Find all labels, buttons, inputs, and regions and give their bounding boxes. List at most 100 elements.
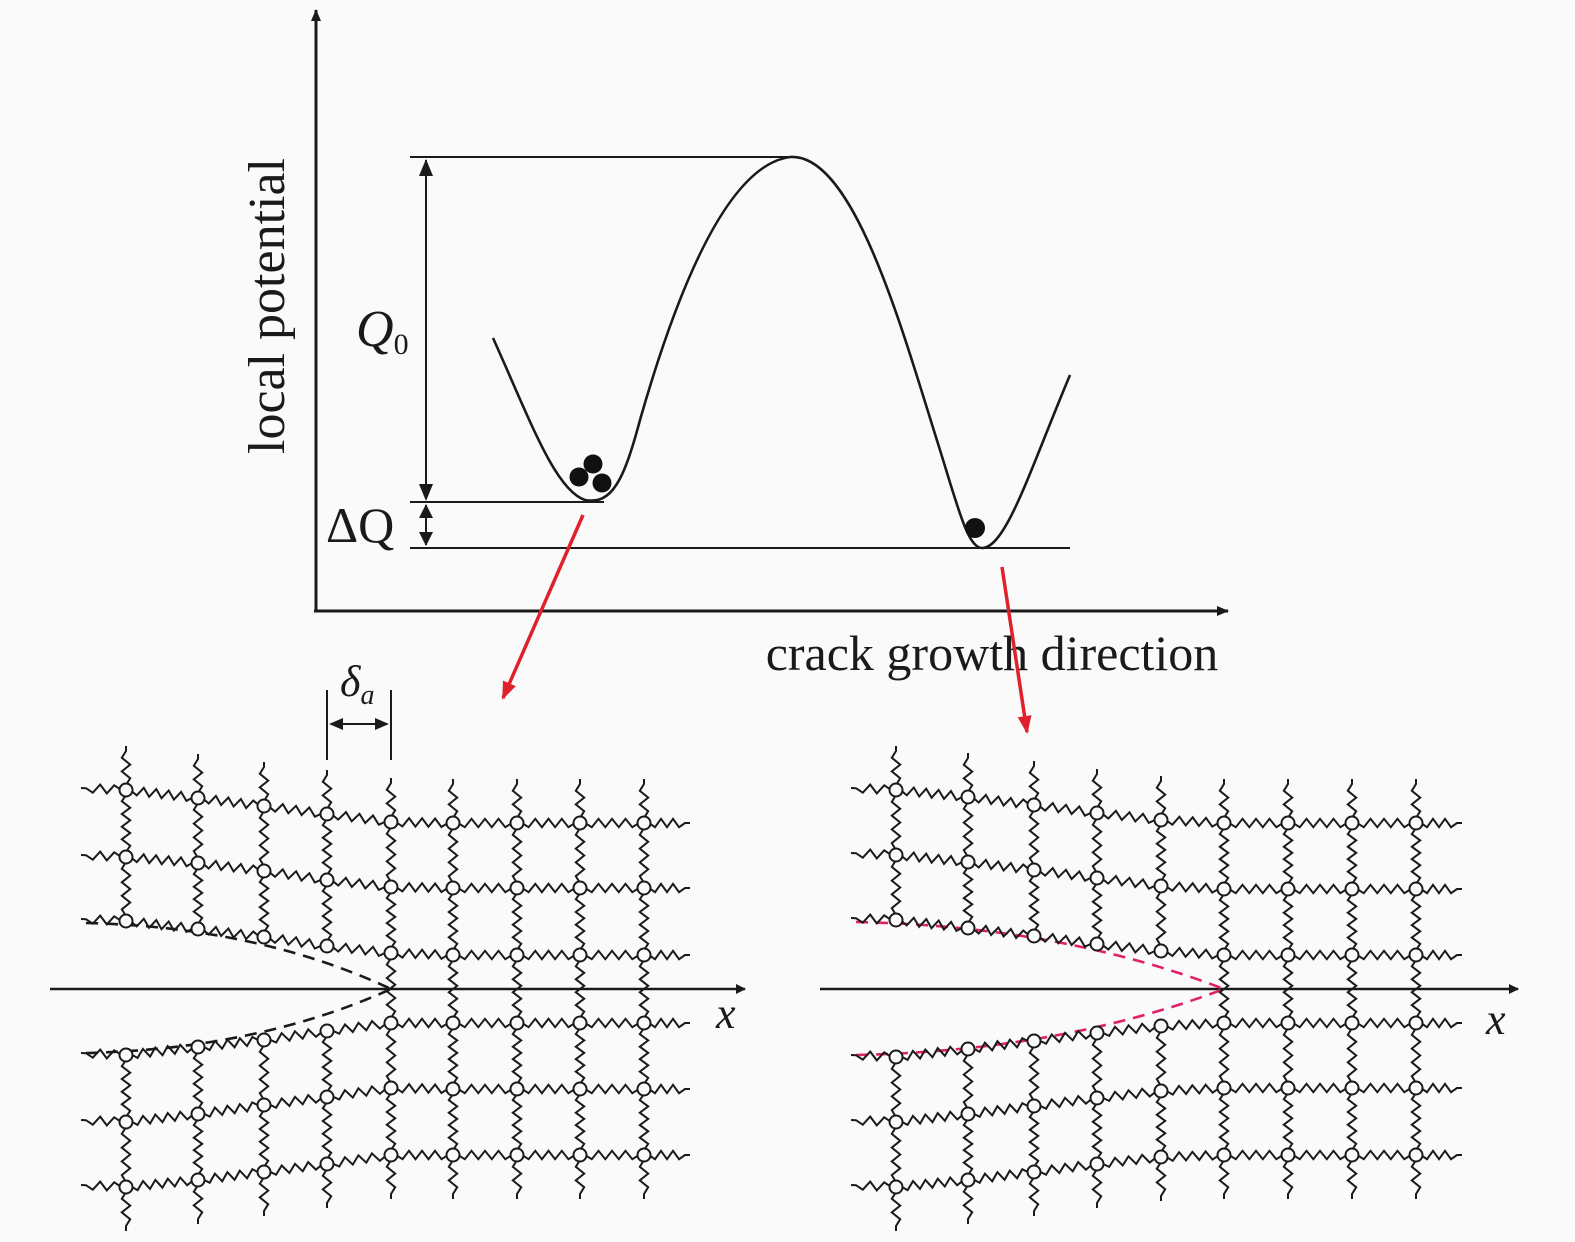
lattice-left: x δa [50, 657, 746, 1231]
spring-horizontal [895, 1110, 969, 1127]
lattice-node [319, 1156, 335, 1172]
spring-horizontal [1160, 1149, 1225, 1163]
lattice-node [383, 1080, 399, 1096]
lattice-node [636, 815, 652, 831]
spring-vertical [1282, 823, 1294, 889]
potential-plot: local potential crack growth direction Q… [239, 9, 1229, 681]
lattice-node [509, 880, 525, 896]
lattice-node [319, 938, 335, 954]
spring-horizontal [326, 1084, 392, 1101]
spring-horizontal [580, 1083, 644, 1095]
spring-horizontal [197, 1101, 265, 1118]
spring-horizontal [1160, 1083, 1225, 1096]
spring-horizontal [453, 882, 517, 894]
spring-vertical [962, 797, 974, 862]
spring-vertical [120, 790, 132, 857]
spring-horizontal [390, 947, 454, 961]
lattice-node [256, 929, 272, 945]
spring-horizontal [197, 1167, 265, 1185]
lattice-node [572, 815, 588, 831]
spring-vertical [385, 1023, 397, 1088]
lattice-node [509, 947, 525, 963]
spring-vertical [1091, 1033, 1103, 1098]
lattice-node [319, 1089, 335, 1105]
spring-horizontal [197, 859, 265, 875]
lattice-node [960, 920, 976, 936]
spring-vertical [962, 1049, 974, 1114]
lattice-node [1344, 947, 1360, 963]
spring-horizontal [391, 1149, 453, 1161]
lattice-node [1344, 1147, 1360, 1163]
spring-horizontal [967, 1167, 1035, 1185]
spring-vertical [574, 823, 586, 888]
potential-x-label: crack growth direction [766, 625, 1219, 681]
spring-vertical [321, 880, 333, 946]
lattice-node [1089, 1090, 1105, 1106]
spring-vertical [574, 1089, 586, 1155]
spring-horizontal [580, 882, 644, 894]
spacing-dimension [326, 690, 392, 760]
lattice-node [1280, 947, 1296, 963]
lattice-node [1408, 815, 1424, 831]
spring-vertical [258, 806, 270, 871]
spring-horizontal [967, 1101, 1035, 1119]
spring-vertical [638, 1089, 650, 1155]
lattice-node [1153, 812, 1169, 828]
lattice-node [509, 1081, 525, 1097]
spring-horizontal [517, 949, 580, 961]
spring-horizontal [1033, 1160, 1098, 1176]
lattice-right-nodes [888, 782, 1424, 1195]
lattice-node [1216, 815, 1232, 831]
spring-horizontal [580, 1149, 644, 1161]
lattice-node [1089, 805, 1105, 821]
particle-single [965, 518, 985, 538]
spring-vertical [385, 953, 397, 1023]
red-arrow-left [501, 514, 585, 700]
spring-horizontal [517, 817, 580, 829]
spring-horizontal [326, 942, 392, 958]
spring-vertical [321, 814, 333, 880]
spring-horizontal [326, 810, 392, 826]
spring-horizontal [580, 949, 644, 961]
spring-horizontal [895, 916, 969, 933]
lattice-node [1216, 1147, 1232, 1163]
lattice-node [1216, 1015, 1232, 1031]
spring-vertical [1410, 823, 1422, 889]
lattice-right-axis-label: x [1485, 995, 1506, 1044]
lattice-node [190, 1039, 206, 1055]
spring-vertical [1091, 878, 1103, 944]
lattice-node [888, 847, 904, 863]
lattice-node [118, 782, 134, 798]
lattice-node [888, 1114, 904, 1130]
lattice-node [1026, 1098, 1042, 1114]
delta-q-arrow [419, 504, 433, 546]
spring-vertical [1282, 955, 1294, 1023]
spring-horizontal [326, 876, 392, 892]
spring-horizontal [1033, 1029, 1098, 1045]
lattice-node [118, 1179, 134, 1195]
lattice-node [118, 1114, 134, 1130]
spring-horizontal [263, 1093, 328, 1109]
spring-vertical [1346, 955, 1358, 1023]
lattice-node [1408, 947, 1424, 963]
barrier-height-arrow [419, 159, 433, 501]
lattice-node [383, 1147, 399, 1163]
spring-vertical [638, 888, 650, 955]
spring-horizontal [453, 1083, 517, 1095]
lattice-node [1216, 1080, 1232, 1096]
lattice-node [190, 855, 206, 871]
spring-horizontal [517, 1149, 580, 1161]
spring-vertical [120, 857, 132, 921]
spring-horizontal [125, 1175, 199, 1192]
spring-horizontal [390, 881, 454, 894]
spring-vertical [385, 822, 397, 887]
lattice-node [383, 879, 399, 895]
spring-vertical [192, 863, 204, 929]
spring-horizontal [1288, 817, 1352, 829]
lattice-node [256, 863, 272, 879]
lattice-node [636, 1015, 652, 1031]
lattice-node [888, 912, 904, 928]
crack-profile-right [855, 920, 1225, 1057]
lattice-node [1153, 1083, 1169, 1099]
